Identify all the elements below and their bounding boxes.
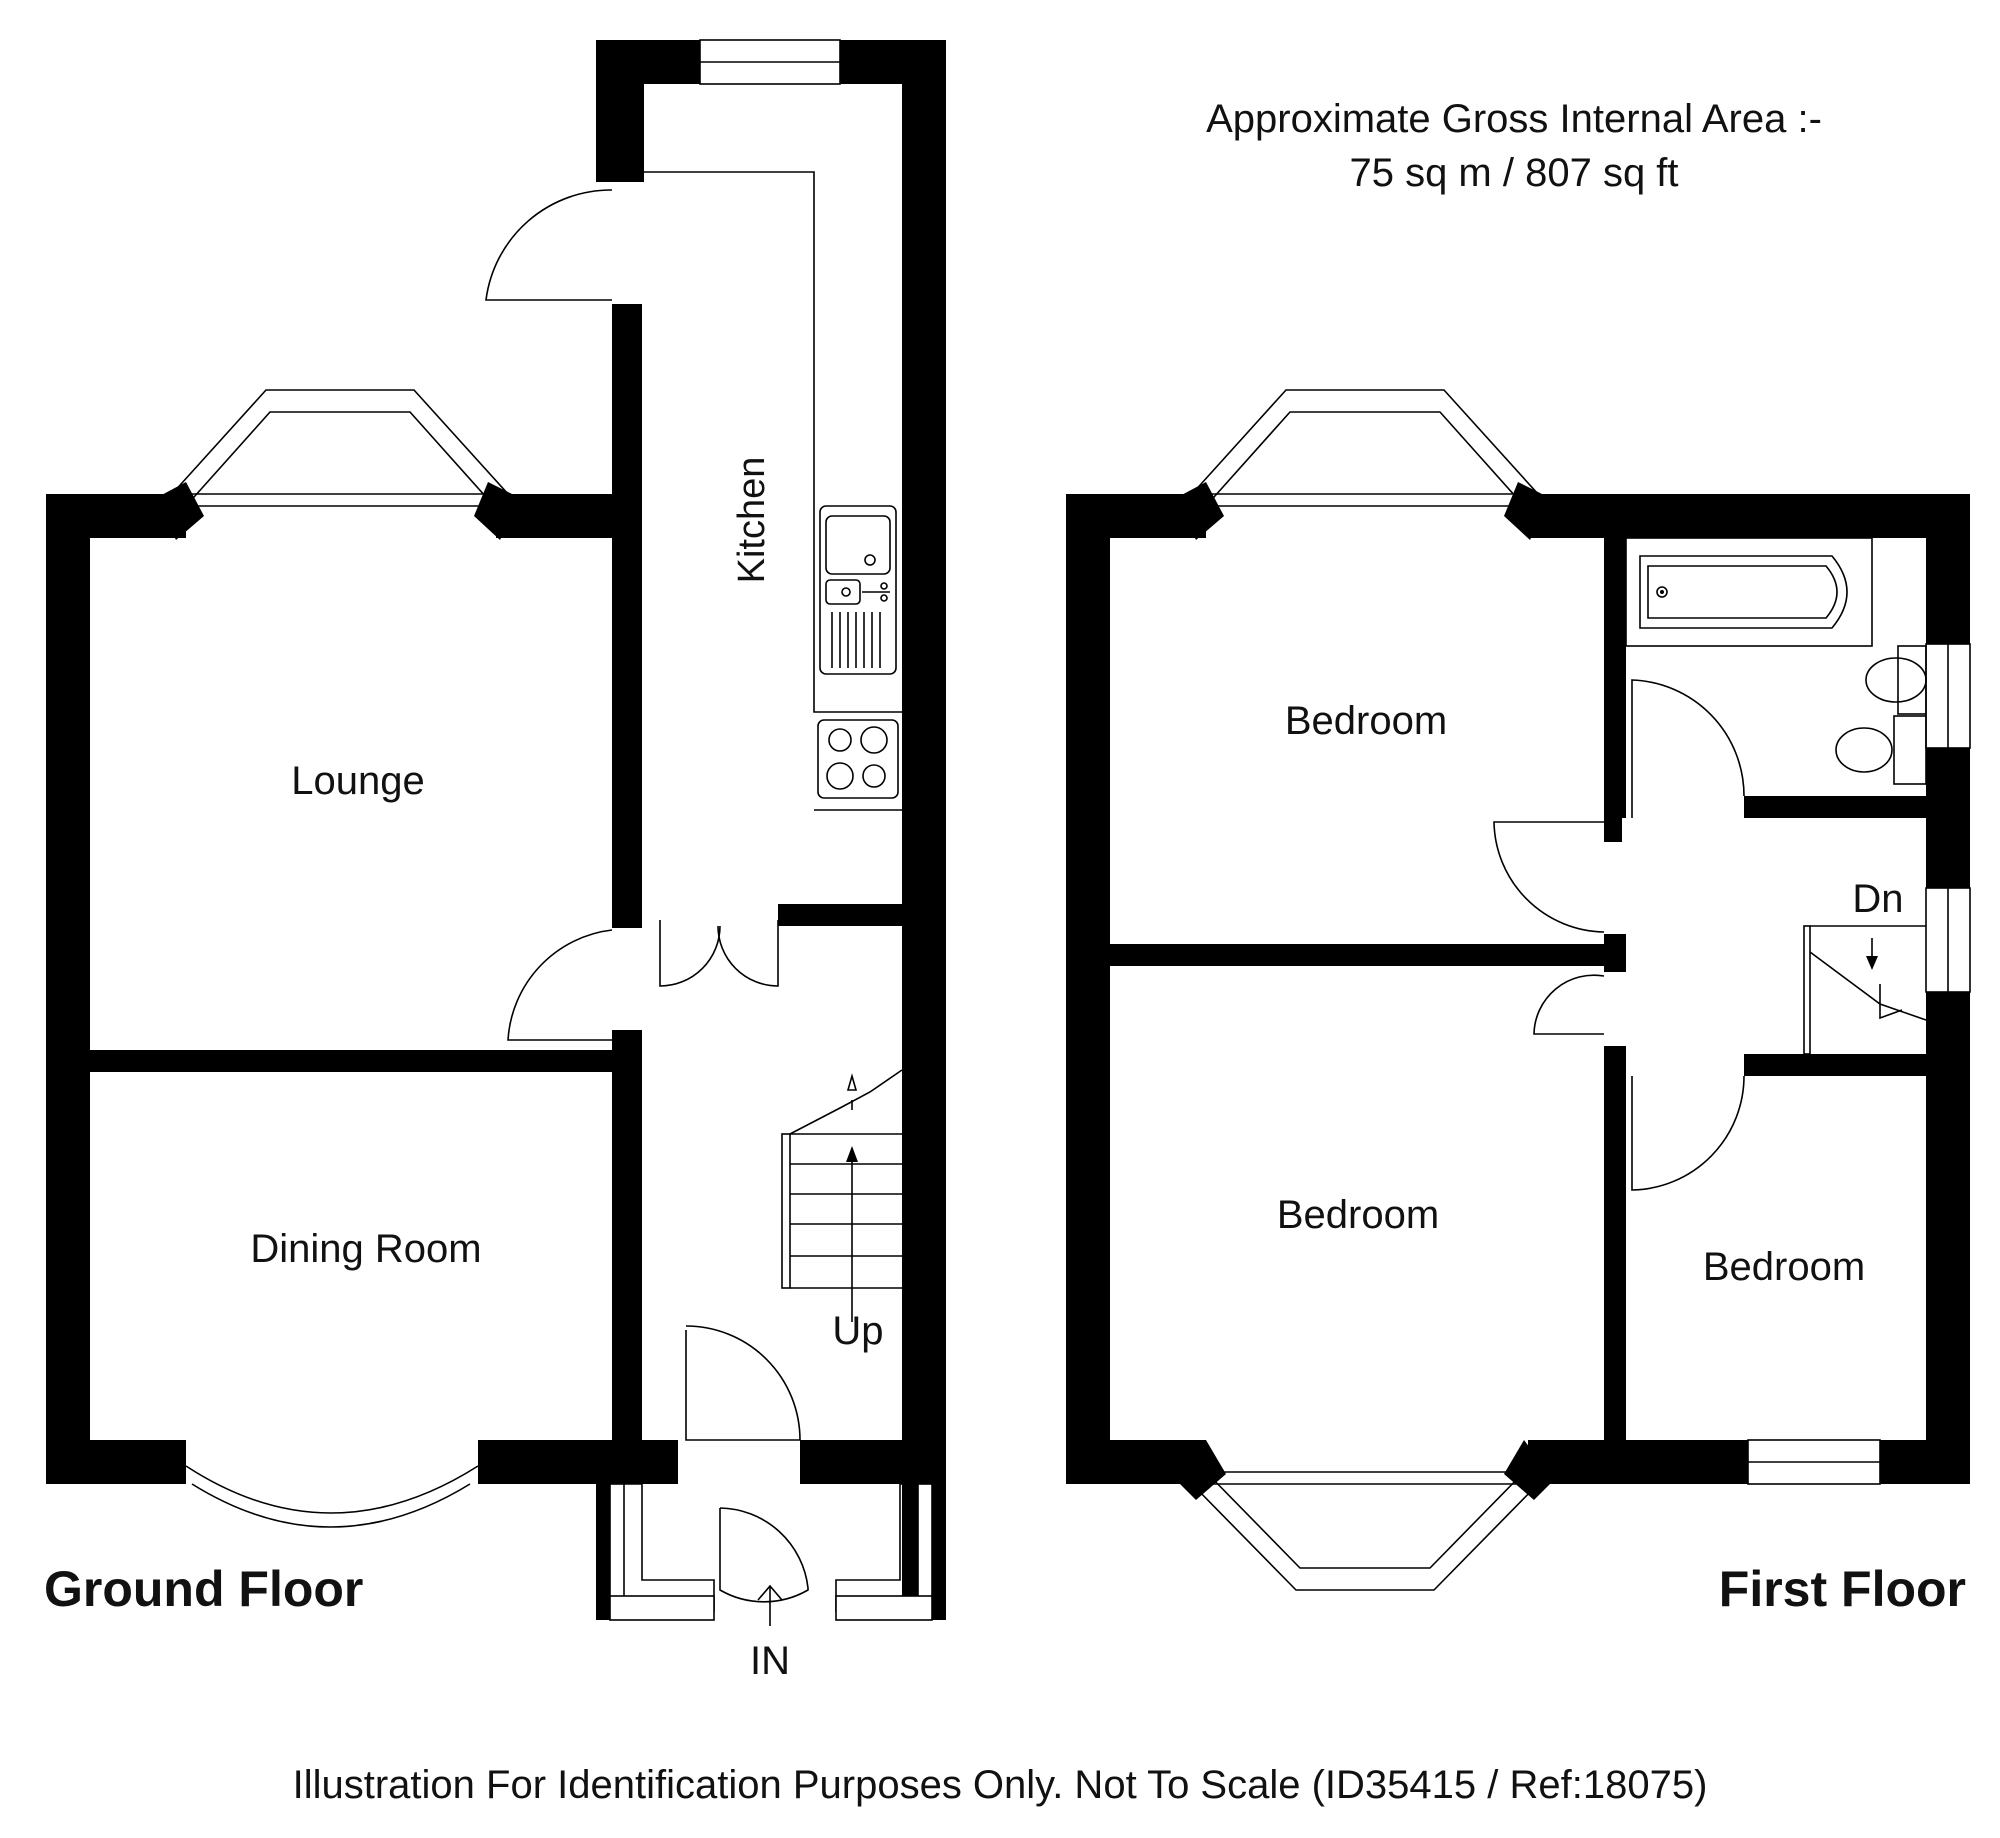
stairs-up-label: Up xyxy=(832,1309,883,1353)
area-heading: Approximate Gross Internal Area :- xyxy=(1206,97,1822,141)
first-floor-title: First Floor xyxy=(1719,1561,1966,1617)
stairs-down-label: Dn xyxy=(1852,877,1903,921)
ground-floor-title: Ground Floor xyxy=(44,1561,363,1617)
drainer xyxy=(831,612,881,668)
room-label-dining-room: Dining Room xyxy=(250,1227,481,1271)
entrance-label: IN xyxy=(750,1639,790,1683)
room-label-lounge: Lounge xyxy=(291,759,424,803)
room-label-kitchen: Kitchen xyxy=(731,457,773,584)
area-value: 75 sq m / 807 sq ft xyxy=(1349,151,1678,195)
room-label-bedroom-3: Bedroom xyxy=(1703,1245,1865,1289)
room-label-bedroom-1: Bedroom xyxy=(1285,699,1447,743)
room-label-bedroom-2: Bedroom xyxy=(1277,1193,1439,1237)
ground-floor-plan: Kitchen Lounge Dining Room Up IN Ground … xyxy=(44,39,946,1683)
first-floor-plan: Bedroom Bedroom Bedroom Dn First Floor xyxy=(1066,389,1971,1617)
disclaimer-footer: Illustration For Identification Purposes… xyxy=(293,1763,1708,1807)
